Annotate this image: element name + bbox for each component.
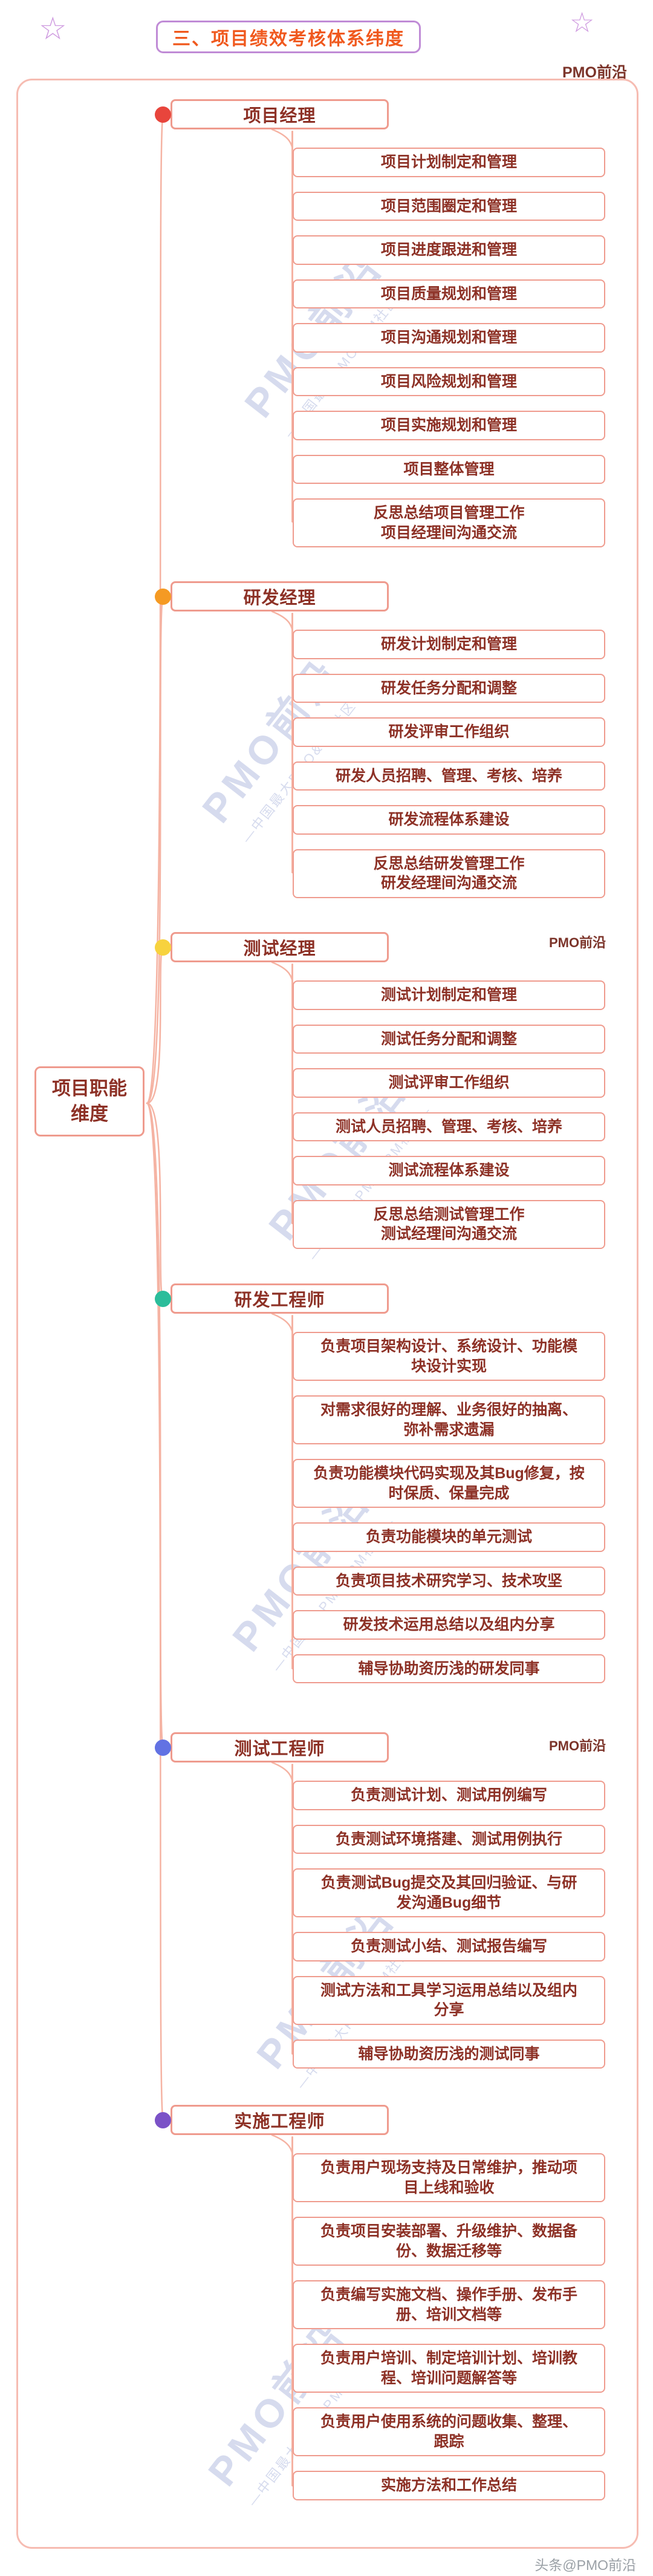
branch-rd-engineer: 研发工程师 负责项目架构设计、系统设计、功能模 块设计实现 对需求很好的理解、业… (155, 1283, 630, 1683)
branch-label: 研发经理 (171, 581, 389, 611)
branch-dot (155, 1740, 171, 1756)
leaf-node: 测试人员招聘、管理、考核、培养 (293, 1112, 605, 1141)
leaf-node: 反思总结研发管理工作 研发经理间沟通交流 (293, 849, 605, 898)
star-icon: ☆ (570, 7, 595, 38)
branch-project-manager: 项目经理 项目计划制定和管理 项目范围圈定和管理 项目进度跟进和管理 项目质量规… (155, 99, 630, 547)
leaf-node: 负责测试小结、测试报告编写 (293, 1932, 605, 1961)
leaf-node: 负责测试Bug提交及其回归验证、与研 发沟通Bug细节 (293, 1868, 605, 1917)
page-title: 三、项目绩效考核体系纬度 (156, 21, 421, 53)
branch-dot (155, 1291, 171, 1307)
leaf-node: 研发人员招聘、管理、考核、培养 (293, 761, 605, 791)
branch-impl-engineer: 实施工程师 负责用户现场支持及日常维护，推动项 目上线和验收 负责项目安装部署、… (155, 2105, 630, 2500)
leaf-node: 项目实施规划和管理 (293, 411, 605, 440)
leaf-node: 研发计划制定和管理 (293, 630, 605, 659)
leaf-node: 项目计划制定和管理 (293, 148, 605, 177)
leaf-node: 测试计划制定和管理 (293, 980, 605, 1010)
leaf-node: 负责用户培训、制定培训计划、培训教 程、培训问题解答等 (293, 2344, 605, 2393)
leaf-node: 反思总结项目管理工作 项目经理间沟通交流 (293, 498, 605, 547)
branch-label: 研发工程师 (171, 1283, 389, 1314)
leaf-node: 负责功能模块代码实现及其Bug修复，按 时保质、保量完成 (293, 1459, 605, 1508)
leaf-node: 测试流程体系建设 (293, 1156, 605, 1185)
leaf-node: 项目范围圈定和管理 (293, 191, 605, 221)
leaf-node: 研发技术运用总结以及组内分享 (293, 1610, 605, 1640)
leaf-node: 对需求很好的理解、业务很好的抽离、 弥补需求遗漏 (293, 1395, 605, 1444)
mindmap-frame: PMO前沿 —中国最大PMO&PM社区— PMO前沿 —中国最大PMO&PM社区… (16, 79, 638, 2549)
leaf-node: 负责项目架构设计、系统设计、功能模 块设计实现 (293, 1332, 605, 1381)
branch-rd-manager: 研发经理 研发计划制定和管理 研发任务分配和调整 研发评审工作组织 研发人员招聘… (155, 581, 630, 898)
branch-label: 项目经理 (171, 99, 389, 129)
branch-dot (155, 939, 171, 956)
branch-label: 测试工程师 (171, 1732, 389, 1762)
brand-label-small: PMO前沿 (549, 1738, 606, 1753)
leaf-node: 负责项目技术研究学习、技术攻坚 (293, 1566, 605, 1596)
branch-dot (155, 2112, 171, 2128)
leaf-node: 研发评审工作组织 (293, 717, 605, 747)
leaf-node: 负责测试计划、测试用例编写 (293, 1781, 605, 1810)
branch-test-manager: 测试经理 测试计划制定和管理 测试任务分配和调整 测试评审工作组织 测试人员招聘… (155, 932, 630, 1249)
leaf-node: 实施方法和工作总结 (293, 2471, 605, 2500)
leaf-node: 负责项目安装部署、升级维护、数据备 份、数据迁移等 (293, 2217, 605, 2266)
leaf-node: 测试任务分配和调整 (293, 1024, 605, 1054)
leaf-node: 反思总结测试管理工作 测试经理间沟通交流 (293, 1199, 605, 1249)
branch-label: 实施工程师 (171, 2105, 389, 2135)
star-icon: ☆ (39, 11, 67, 47)
leaf-node: 项目风险规划和管理 (293, 367, 605, 396)
leaf-node: 项目整体管理 (293, 454, 605, 484)
leaf-node: 负责编写实施文档、操作手册、发布手 册、培训文档等 (293, 2280, 605, 2329)
brand-label-small: PMO前沿 (549, 935, 606, 950)
leaf-node: 负责用户使用系统的问题收集、整理、 跟踪 (293, 2407, 605, 2456)
leaf-node: 研发任务分配和调整 (293, 673, 605, 703)
leaf-node: 测试方法和工具学习运用总结以及组内 分享 (293, 1975, 605, 2025)
footer-credit: 头条@PMO前沿 (534, 2557, 636, 2573)
leaf-node: 负责测试环境搭建、测试用例执行 (293, 1824, 605, 1854)
leaf-node: 项目进度跟进和管理 (293, 235, 605, 265)
root-node: 项目职能 维度 (34, 1066, 145, 1136)
leaf-node: 负责用户现场支持及日常维护，推动项 目上线和验收 (293, 2153, 605, 2202)
branch-label: 测试经理 (171, 932, 389, 962)
leaf-node: 负责功能模块的单元测试 (293, 1522, 605, 1552)
leaf-node: 项目沟通规划和管理 (293, 323, 605, 353)
branch-dot (155, 589, 171, 605)
leaf-node: 研发流程体系建设 (293, 805, 605, 835)
leaf-node: 测试评审工作组织 (293, 1068, 605, 1098)
leaf-node: 辅导协助资历浅的研发同事 (293, 1654, 605, 1683)
branch-dot (155, 106, 171, 123)
leaf-node: 项目质量规划和管理 (293, 279, 605, 308)
leaf-node: 辅导协助资历浅的测试同事 (293, 2039, 605, 2069)
branch-test-engineer: 测试工程师 负责测试计划、测试用例编写 负责测试环境搭建、测试用例执行 负责测试… (155, 1732, 630, 2069)
brand-label-top-right: PMO前沿 (562, 64, 627, 81)
